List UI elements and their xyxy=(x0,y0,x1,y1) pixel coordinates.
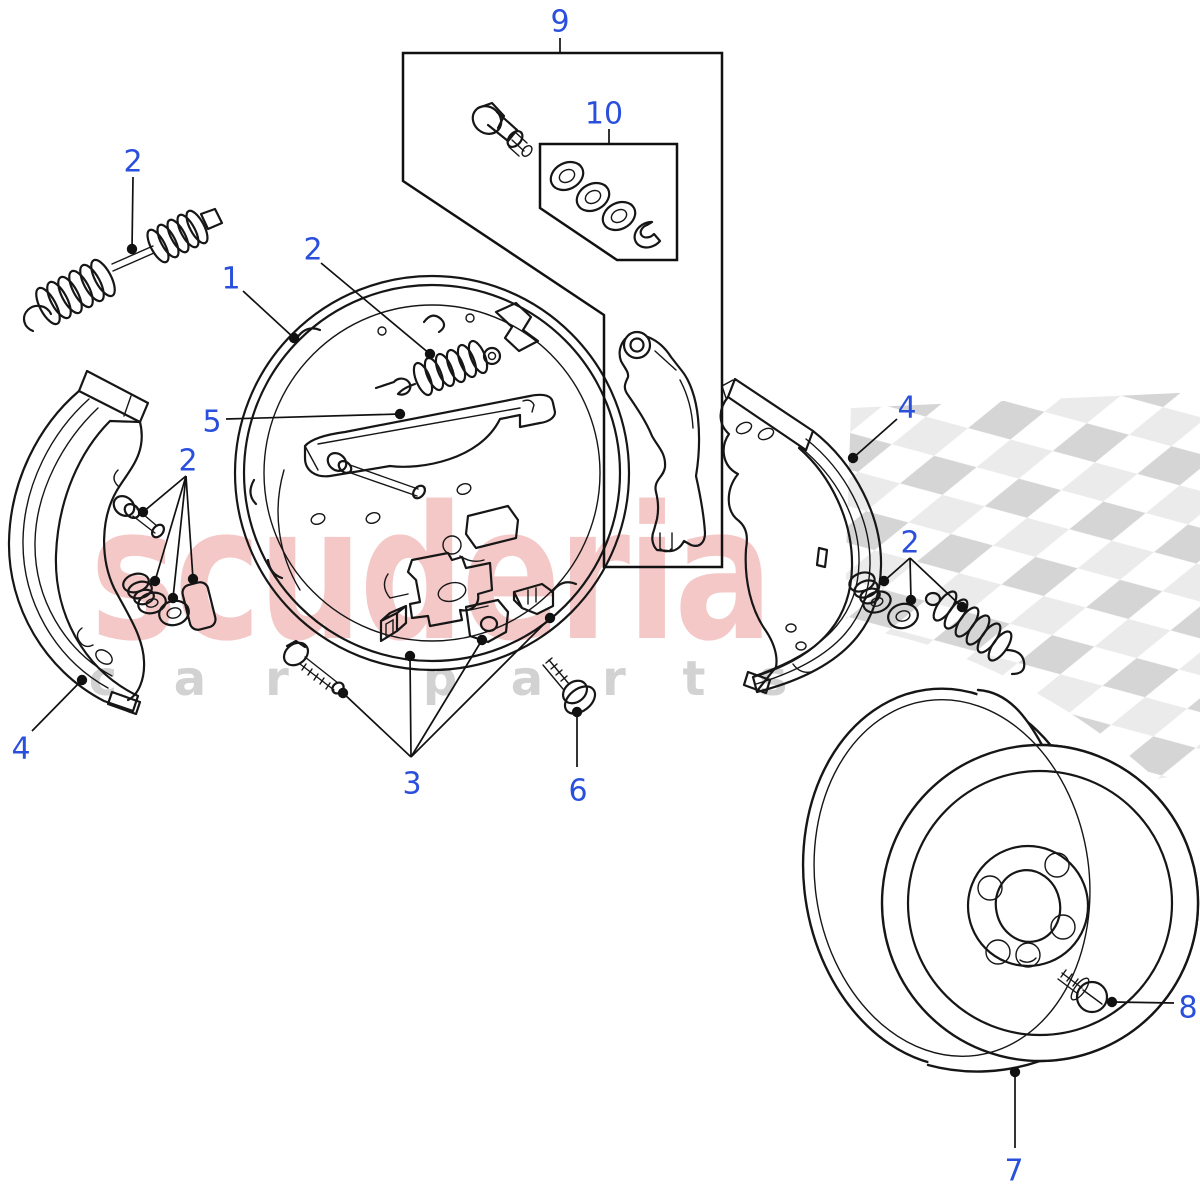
leader-dot-1 xyxy=(288,332,300,344)
leader-dot-3 xyxy=(337,687,349,699)
leader-dot-2 xyxy=(126,243,138,255)
leader-dot-2 xyxy=(424,348,436,360)
adjuster-clip-right xyxy=(512,582,555,616)
leader-line-2 xyxy=(320,262,431,355)
leader-line-8 xyxy=(1111,1001,1175,1004)
leader-line-3 xyxy=(410,617,551,758)
backplate-bottom-bracket xyxy=(383,551,494,628)
watermark-letter: r xyxy=(265,651,289,707)
seal-kit-box xyxy=(538,142,679,262)
callout-label-2: 2 xyxy=(123,145,142,180)
handbrake-return-spring xyxy=(374,339,502,397)
leader-line-2 xyxy=(172,475,187,599)
leader-dot-3 xyxy=(476,634,488,646)
callout-label-5: 5 xyxy=(202,405,221,440)
callout-label-4: 4 xyxy=(11,732,30,767)
leader-line-2 xyxy=(185,475,194,580)
brake-shoe-left xyxy=(7,369,150,716)
callout-label-2: 2 xyxy=(900,526,919,561)
watermark-letter: t xyxy=(683,651,706,707)
leader-dot-4 xyxy=(847,452,859,464)
checkered-flag-watermark xyxy=(846,392,1200,779)
leader-line-3 xyxy=(342,692,412,758)
leader-line-2 xyxy=(142,475,187,513)
leader-dot-4 xyxy=(76,674,88,686)
bolt-6 xyxy=(542,657,597,715)
leader-dot-2 xyxy=(187,573,199,585)
leader-line-2 xyxy=(131,176,134,250)
callout-label-10: 10 xyxy=(585,97,623,132)
leader-line-2 xyxy=(154,475,187,582)
brake-shoe-right xyxy=(719,377,883,695)
callout-label-3: 3 xyxy=(402,767,421,802)
fitting-kit-box xyxy=(401,51,724,569)
leader-dot-2 xyxy=(905,594,917,606)
leader-line-3 xyxy=(409,655,412,758)
leader-line-2 xyxy=(909,557,912,601)
brake-backplate xyxy=(233,274,631,672)
leader-line-3 xyxy=(410,639,483,758)
leader-line-1 xyxy=(242,290,295,339)
leader-dot-2 xyxy=(167,592,179,604)
callout-label-9: 9 xyxy=(550,5,569,40)
watermark-brand: scuderia xyxy=(90,466,770,682)
leader-dot-5 xyxy=(394,408,406,420)
leader-line-2 xyxy=(883,557,911,582)
callout-label-2: 2 xyxy=(178,444,197,479)
callout-label-4: 4 xyxy=(897,391,916,426)
adjuster-lever xyxy=(303,393,557,478)
callout-label-2: 2 xyxy=(303,233,322,268)
leader-dot-2 xyxy=(149,575,161,587)
leader-dot-3 xyxy=(404,650,416,662)
leader-dot-7 xyxy=(1009,1066,1021,1078)
watermark-letter: r xyxy=(602,651,626,707)
leader-line-5 xyxy=(225,413,401,420)
bleed-screw xyxy=(471,101,533,157)
brake-shoe-springs-top-left xyxy=(22,207,224,333)
leader-dot-8 xyxy=(1106,996,1118,1008)
seal-washers xyxy=(549,160,662,249)
adjuster-clip-left xyxy=(379,604,408,643)
leader-line-4 xyxy=(31,679,83,732)
shoe-fixings-right xyxy=(848,571,1026,676)
leader-dot-3 xyxy=(544,612,556,624)
callout-label-8: 8 xyxy=(1178,991,1197,1026)
lever-pivot-pin xyxy=(326,452,427,500)
leader-line-2 xyxy=(909,557,963,608)
return-spring-right xyxy=(924,590,1026,676)
drum-retaining-screw xyxy=(1057,969,1109,1014)
watermark-letter: a xyxy=(511,651,543,707)
leader-dot-6 xyxy=(571,706,583,718)
leader-dot-2 xyxy=(878,575,890,587)
watermark-letter: a xyxy=(174,651,206,707)
brake-drum xyxy=(801,687,1200,1073)
callout-label-1: 1 xyxy=(221,262,240,297)
callout-label-6: 6 xyxy=(568,774,587,809)
adjuster-body xyxy=(464,598,510,644)
circlip xyxy=(633,220,662,249)
callout-label-7: 7 xyxy=(1004,1154,1023,1188)
leader-dot-2 xyxy=(956,601,968,613)
handbrake-lever xyxy=(618,330,707,553)
leader-dot-2 xyxy=(137,506,149,518)
adjuster-parts xyxy=(282,582,555,695)
leader-line-4 xyxy=(852,418,898,459)
